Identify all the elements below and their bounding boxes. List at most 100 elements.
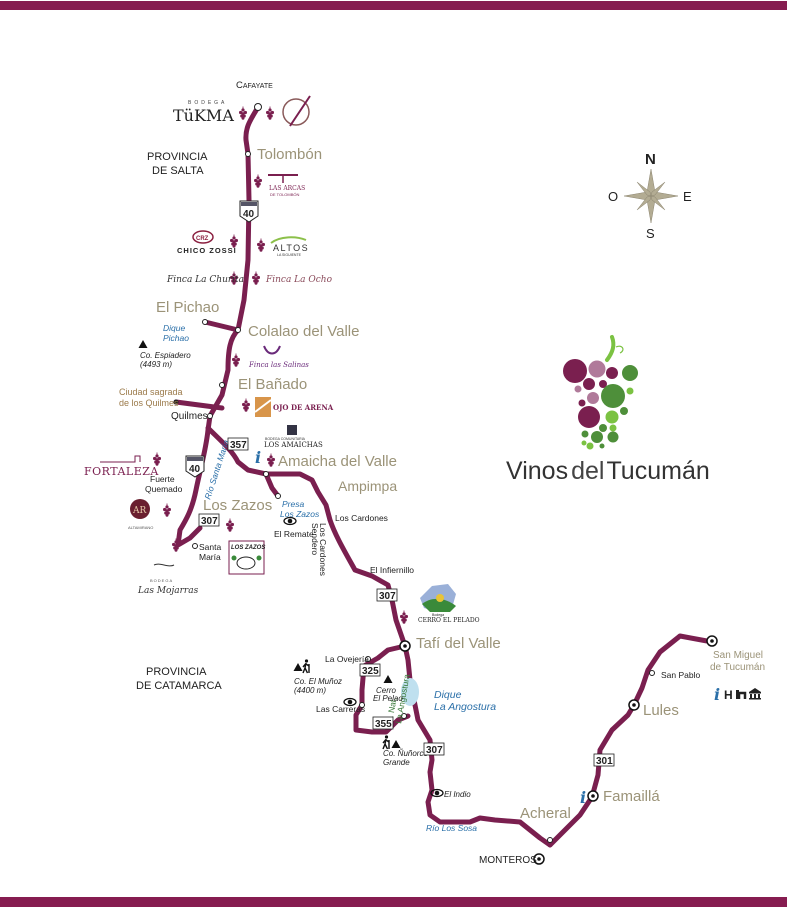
grape-icon bbox=[153, 452, 161, 466]
winery-logo-cafayate-estate bbox=[282, 95, 311, 127]
grape-icon bbox=[232, 353, 240, 367]
winery-logo-tukma: BODEGA TüKMA bbox=[173, 100, 234, 125]
winery-logo-ojo-de-arena: OJO DE ARENA bbox=[254, 397, 334, 417]
svg-text:Finca las Salinas: Finca las Salinas bbox=[248, 361, 309, 369]
svg-text:40: 40 bbox=[243, 209, 255, 220]
route-301 bbox=[547, 633, 710, 848]
info-icon-amaicha: i bbox=[255, 448, 261, 467]
peak-label-nunorco-1: Co. Ñuñorco bbox=[383, 749, 428, 758]
svg-text:Finca La Ocho: Finca La Ocho bbox=[265, 275, 333, 285]
svg-text:AR: AR bbox=[132, 506, 146, 516]
sendero-label-2: Los Cardones bbox=[318, 523, 328, 576]
svg-text:357: 357 bbox=[230, 440, 247, 451]
dique-la-angostura-lake bbox=[401, 678, 419, 706]
water-label-dique-angostura-1: Dique bbox=[434, 689, 462, 701]
town-label-monteros: MONTEROS bbox=[479, 855, 537, 866]
hotel-icon: H bbox=[724, 688, 733, 702]
province-salta-line1: PROVINCIA bbox=[147, 151, 208, 163]
town-label-santa-maria-1: Santa bbox=[199, 542, 221, 552]
svg-text:ALTAMIRANO: ALTAMIRANO bbox=[128, 525, 153, 530]
road-network bbox=[173, 104, 710, 848]
svg-text:Bodega: Bodega bbox=[432, 613, 444, 617]
town-label-el-infiernillo: El Infiernillo bbox=[370, 565, 414, 575]
top-frame-bar bbox=[0, 1, 787, 10]
town-label-cafayate: Cafayate bbox=[236, 80, 273, 91]
town-label-los-cardones: Los Cardones bbox=[335, 513, 388, 523]
winery-logo-finca-las-salinas: Finca las Salinas bbox=[248, 345, 309, 369]
svg-text:ALTOS: ALTOS bbox=[273, 243, 309, 253]
svg-text:LOS ZAZOS: LOS ZAZOS bbox=[231, 545, 265, 551]
grape-icon bbox=[254, 174, 262, 188]
route-label-355: 355 bbox=[372, 716, 394, 730]
route-325-355-loop bbox=[353, 643, 411, 735]
compass-north: N bbox=[645, 151, 656, 168]
compass-south: S bbox=[646, 226, 655, 241]
hiker-icon bbox=[382, 734, 390, 750]
water-label-dique-angostura-2: La Angostura bbox=[434, 701, 496, 713]
route-40-north bbox=[175, 104, 261, 548]
town-label-tafi: Tafí del Valle bbox=[416, 635, 501, 652]
svg-text:TüKMA: TüKMA bbox=[173, 106, 234, 125]
town-label-el-banado: El Bañado bbox=[238, 376, 307, 393]
grape-icon bbox=[252, 271, 260, 285]
route-label-325: 325 bbox=[359, 663, 381, 677]
svg-text:FORTALEZA: FORTALEZA bbox=[84, 465, 159, 478]
route-357 bbox=[205, 425, 408, 649]
town-label-el-indio: El Indio bbox=[444, 790, 471, 799]
mountain-icon bbox=[391, 740, 401, 748]
mountain-icon bbox=[293, 663, 303, 671]
winery-logo-altamirano: AR ALTAMIRANO bbox=[128, 499, 153, 530]
svg-text:BODEGA COMUNITARIA: BODEGA COMUNITARIA bbox=[265, 437, 306, 441]
town-label-san-pablo: San Pablo bbox=[661, 670, 700, 680]
water-label-presa-2: Los Zazos bbox=[280, 509, 320, 519]
sendero-label-1: Sendero bbox=[310, 523, 320, 555]
peak-label-munoz-1: Co. El Muñoz bbox=[294, 677, 342, 686]
water-label-rio-los-sosa: Río Los Sosa bbox=[426, 823, 477, 833]
svg-text:307: 307 bbox=[379, 591, 396, 602]
town-label-los-zazos: Los Zazos bbox=[203, 497, 272, 514]
water-label-dique-pichao-1: Dique bbox=[163, 323, 185, 333]
peak-label-cerro-pelao-2: El Pelao bbox=[373, 694, 403, 703]
town-label-fuerte-quemado-1: Fuerte bbox=[150, 474, 175, 484]
svg-text:CHICO ZOSSI: CHICO ZOSSI bbox=[177, 246, 237, 255]
winery-logo-las-arcas: LAS ARCAS DE TOLOMBÓN bbox=[268, 174, 305, 197]
compass-east: E bbox=[683, 189, 692, 204]
winery-logo-las-mojarras: BODEGA Las Mojarras bbox=[137, 563, 199, 596]
province-catamarca-line1: PROVINCIA bbox=[146, 666, 207, 678]
winery-logo-los-amaichas: BODEGA COMUNITARIA LOS AMAICHAS bbox=[264, 425, 323, 449]
svg-text:LOS AMAICHAS: LOS AMAICHAS bbox=[264, 441, 323, 449]
town-label-quilmes: Quilmes bbox=[171, 411, 208, 422]
town-label-ampimpa: Ampimpa bbox=[338, 478, 397, 494]
grape-icon bbox=[267, 453, 275, 467]
hiker-icon bbox=[302, 658, 310, 674]
winery-logo-fortaleza: FORTALEZA bbox=[84, 455, 159, 478]
svg-text:BODEGA: BODEGA bbox=[188, 100, 227, 106]
town-label-santa-maria-2: María bbox=[199, 552, 221, 562]
province-catamarca-line2: DE CATAMARCA bbox=[136, 680, 222, 692]
town-label-las-carreras: Las Carreras bbox=[316, 704, 365, 714]
winery-logo-finca-la-churita: Finca La Churita bbox=[166, 275, 244, 285]
winery-logo-altos: ALTOS LA SIGUIENTE bbox=[270, 236, 309, 257]
winery-logo-cerro-el-pelado: CERRO EL PELADO Bodega bbox=[418, 584, 480, 624]
peak-label-cerro-pelao-1: Cerro bbox=[376, 686, 397, 695]
grape-icon bbox=[257, 238, 265, 252]
grape-bunch-icon bbox=[563, 335, 638, 450]
town-label-san-miguel-1: San Miguel bbox=[713, 650, 763, 661]
city-services-legend: i H bbox=[714, 685, 761, 704]
svg-text:40: 40 bbox=[189, 464, 201, 475]
svg-text:Finca La Churita: Finca La Churita bbox=[166, 275, 244, 285]
museum-icon bbox=[749, 688, 761, 700]
bottom-frame-bar bbox=[0, 897, 787, 907]
town-label-tolombon: Tolombón bbox=[257, 146, 322, 163]
svg-text:OJO DE ARENA: OJO DE ARENA bbox=[273, 403, 334, 412]
town-label-el-pichao: El Pichao bbox=[156, 299, 219, 316]
town-label-famailla: Famaillá bbox=[603, 788, 660, 805]
peak-label-munoz-2: (4400 m) bbox=[294, 686, 326, 695]
town-markers bbox=[173, 103, 718, 865]
route-label-307-infiernillo: 307 bbox=[376, 588, 398, 602]
mountain-icon bbox=[138, 340, 148, 348]
town-label-colalao: Colalao del Valle bbox=[248, 323, 359, 340]
compass-rose: N S E O bbox=[608, 151, 692, 241]
